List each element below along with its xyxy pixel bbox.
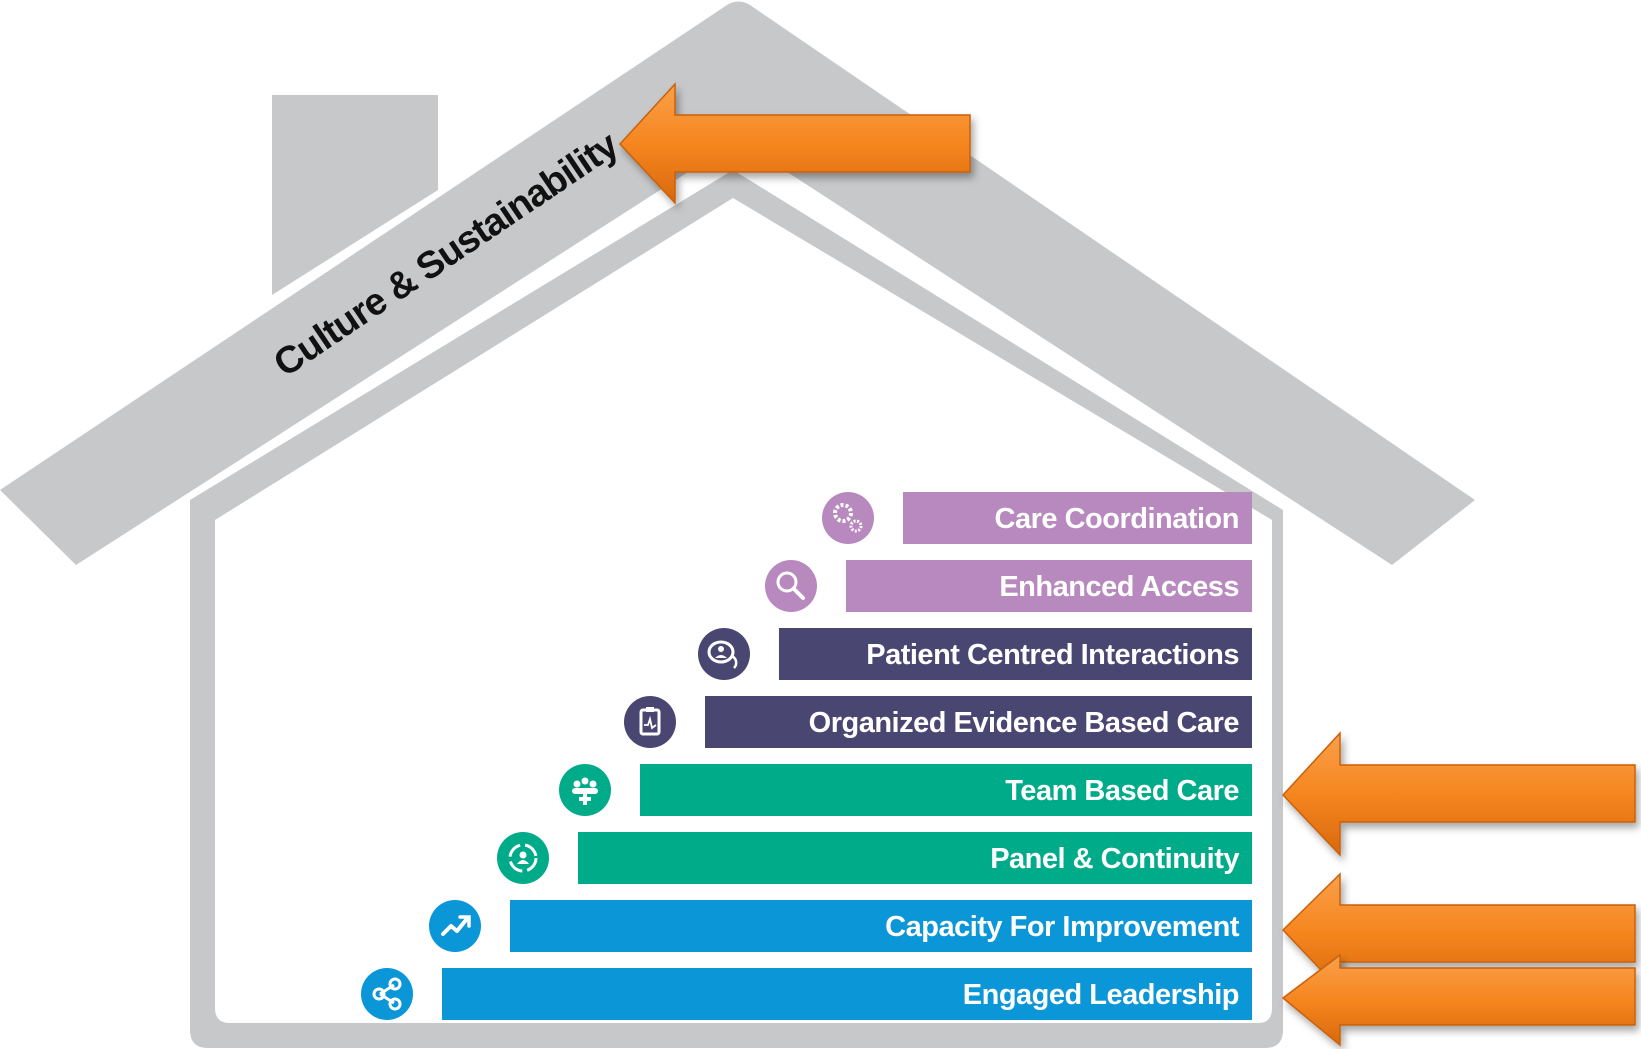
step-label: Patient Centred Interactions [866, 639, 1239, 671]
step-label: Engaged Leadership [963, 979, 1239, 1011]
step-label: Panel & Continuity [990, 843, 1239, 875]
step-patient-centred-interactions: Patient Centred Interactions [698, 628, 1252, 680]
chimney [272, 95, 438, 295]
step-engaged-leadership: Engaged Leadership [361, 968, 1252, 1020]
step-organized-evidence-based-care: Organized Evidence Based Care [624, 696, 1252, 748]
step-bar [640, 764, 1252, 816]
step-care-coordination: Care Coordination [822, 492, 1252, 544]
team-plus-icon [572, 777, 598, 805]
magnifier-clock-icon [776, 571, 805, 600]
step-capacity-for-improvement: Capacity For Improvement [429, 900, 1252, 952]
step-label: Enhanced Access [999, 571, 1239, 603]
step-icon-badge [361, 968, 413, 1020]
step-label: Team Based Care [1005, 775, 1239, 807]
step-bar [578, 832, 1252, 884]
house-interior [215, 198, 1272, 1023]
step-icon-badge [429, 900, 481, 952]
step-bar [846, 560, 1252, 612]
step-icon-badge [765, 560, 817, 612]
roof [0, 1, 1475, 565]
speech-bubbles-person-icon [707, 640, 738, 669]
step-bar [510, 900, 1252, 952]
step-bar [779, 628, 1252, 680]
trend-up-icon [441, 915, 471, 936]
clipboard-pulse-icon [639, 707, 661, 736]
step-label: Capacity For Improvement [885, 911, 1240, 943]
step-label: Organized Evidence Based Care [809, 707, 1240, 739]
step-team-based-care: Team Based Care [559, 764, 1252, 816]
step-icon-badge [698, 628, 750, 680]
step-bar [705, 696, 1252, 748]
step-bar [903, 492, 1252, 544]
engaged-leadership-arrow [1281, 953, 1636, 1047]
team-based-care-arrow [1281, 731, 1636, 857]
share-network-icon [372, 977, 402, 1011]
step-bar [442, 968, 1252, 1020]
step-enhanced-access: Enhanced Access [765, 560, 1252, 612]
gears-heart-icon [833, 503, 863, 533]
roof-highlight-arrow [618, 82, 971, 205]
step-panel-and-continuity: Panel & Continuity [497, 832, 1252, 884]
step-label: Care Coordination [995, 503, 1239, 535]
cycle-person-icon [508, 843, 538, 873]
